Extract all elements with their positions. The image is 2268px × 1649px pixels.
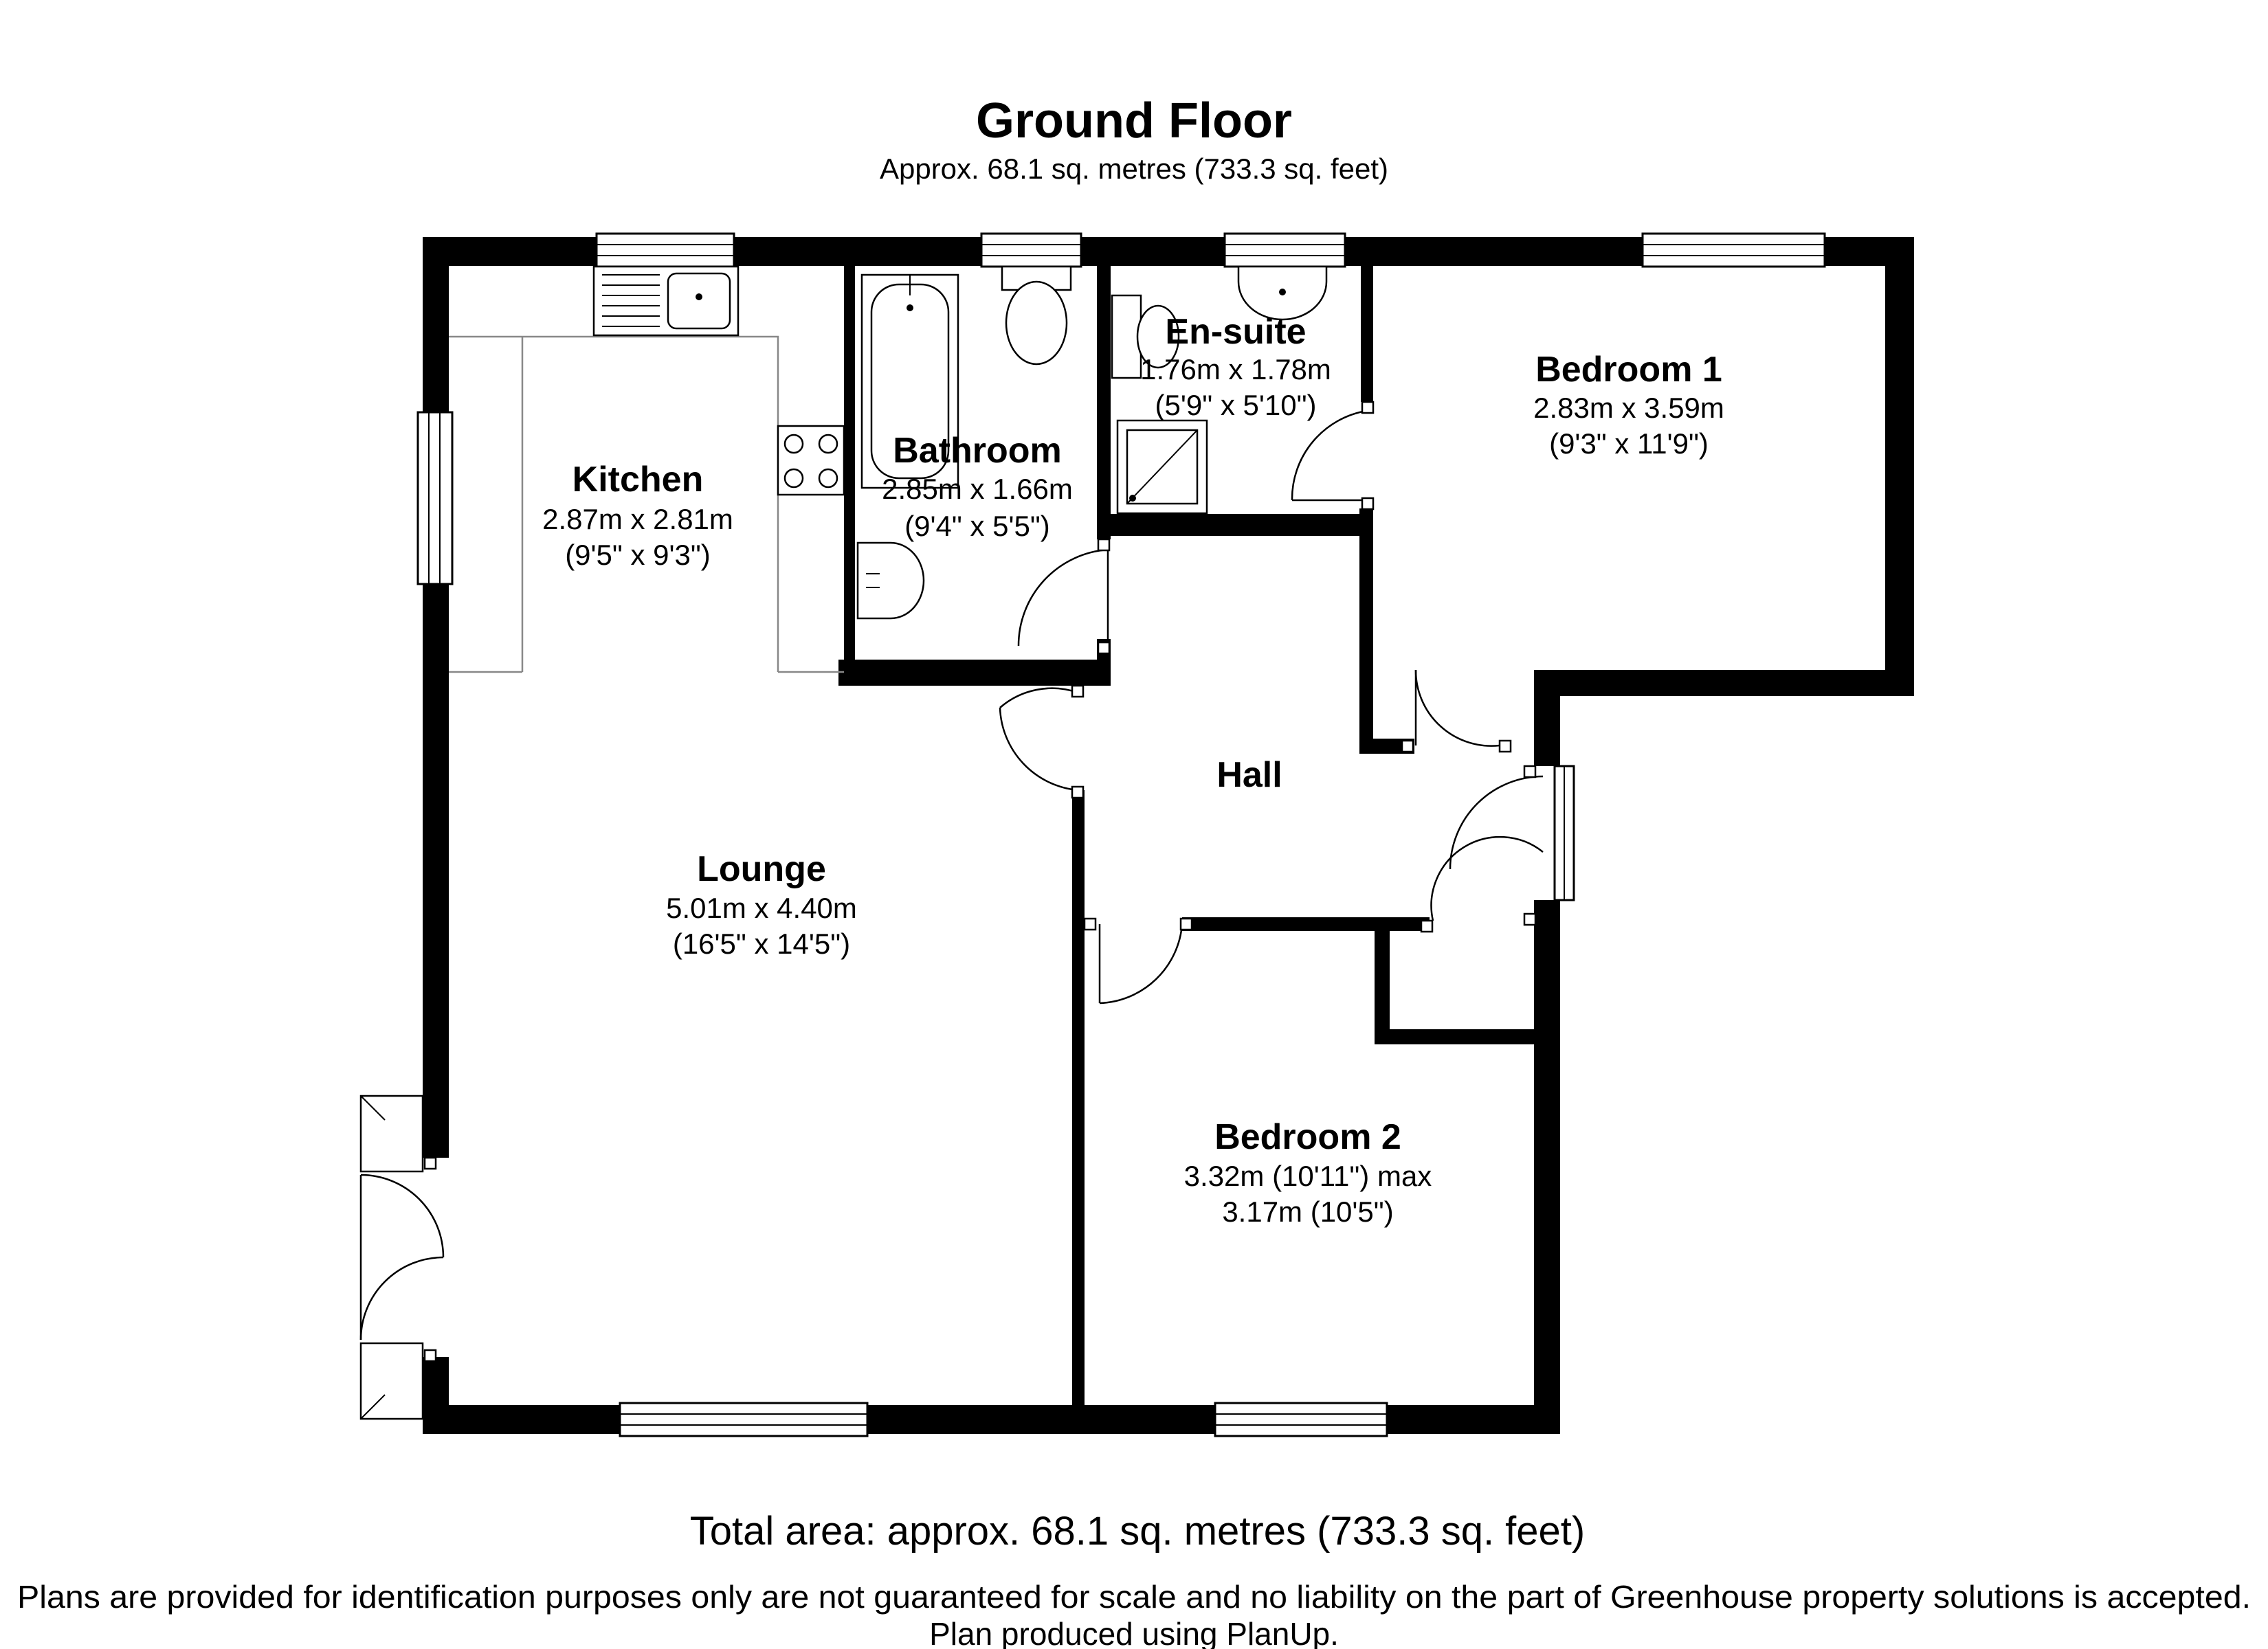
room-lounge-dim2: (16'5" x 14'5")	[673, 928, 850, 960]
cupboard-door	[1420, 919, 1434, 933]
credit: Plan produced using PlanUp.	[929, 1616, 1339, 1649]
room-bedroom1-dim2: (9'3" x 11'9")	[1549, 427, 1709, 460]
room-hall-name: Hall	[1216, 755, 1282, 795]
patio-door	[359, 1156, 445, 1362]
window-bathroom-top	[980, 232, 1082, 268]
room-lounge-name: Lounge	[697, 849, 826, 889]
room-bedroom2-dim2: 3.17m (10'5")	[1222, 1196, 1393, 1228]
window-kitchen-top	[595, 232, 735, 268]
bedroom1-door	[1401, 669, 1512, 753]
window-bedroom2-bottom	[1214, 1402, 1388, 1437]
ensuite-door	[1291, 401, 1375, 511]
room-kitchen-dim2: (9'5" x 9'3")	[565, 539, 711, 571]
kitchen-sink	[592, 265, 740, 337]
room-lounge-dim1: 5.01m x 4.40m	[666, 892, 857, 924]
bathroom-toilet	[1001, 265, 1072, 366]
room-bedroom1: Bedroom 1 2.83m x 3.59m (9'3" x 11'9")	[1533, 350, 1724, 460]
bath	[860, 273, 959, 489]
room-ensuite-dim1: 1.76m x 1.78m	[1140, 353, 1331, 385]
room-bedroom2-name: Bedroom 2	[1214, 1117, 1401, 1157]
room-bedroom1-name: Bedroom 1	[1535, 350, 1722, 390]
fixtures	[359, 265, 1328, 1420]
room-bedroom2-dim1: 3.32m (10'11") max	[1184, 1160, 1432, 1192]
room-lounge: Lounge 5.01m x 4.40m (16'5" x 14'5")	[666, 849, 857, 960]
windows	[416, 232, 1826, 1437]
room-kitchen-dim1: 2.87m x 2.81m	[542, 503, 733, 535]
bathroom-basin	[856, 541, 925, 620]
kitchen-worktop	[522, 335, 779, 672]
window-ensuite-top	[1223, 232, 1346, 268]
plan-title: Ground Floor	[976, 93, 1292, 148]
patio-step	[359, 1095, 424, 1420]
room-bathroom-dim2: (9'4" x 5'5")	[904, 510, 1050, 542]
front-door	[1430, 765, 1544, 926]
room-kitchen-name: Kitchen	[572, 460, 704, 500]
window-lounge-bottom	[619, 1402, 869, 1437]
ensuite-basin	[1237, 265, 1328, 321]
ensuite-shower	[1116, 419, 1208, 515]
room-ensuite-name: En-suite	[1165, 312, 1306, 352]
total-area: Total area: approx. 68.1 sq. metres (733…	[690, 1509, 1585, 1553]
ensuite-toilet	[1111, 294, 1180, 379]
room-ensuite-dim2: (5'9" x 5'10")	[1155, 389, 1317, 421]
window-hall-right	[1553, 765, 1575, 901]
bathroom-door	[1017, 538, 1111, 655]
plan-subtitle: Approx. 68.1 sq. metres (733.3 sq. feet)	[880, 153, 1388, 185]
room-bathroom-dim1: 2.85m x 1.66m	[882, 473, 1073, 505]
room-kitchen: Kitchen 2.87m x 2.81m (9'5" x 9'3")	[542, 460, 733, 571]
window-bedroom1-top	[1641, 232, 1826, 268]
lounge-door	[999, 684, 1085, 799]
window-kitchen-left	[416, 411, 454, 585]
room-bedroom1-dim1: 2.83m x 3.59m	[1533, 392, 1724, 424]
room-ensuite: En-suite 1.76m x 1.78m (5'9" x 5'10")	[1140, 312, 1331, 421]
room-bathroom-name: Bathroom	[893, 431, 1062, 471]
room-bedroom2: Bedroom 2 3.32m (10'11") max 3.17m (10'5…	[1184, 1117, 1432, 1228]
doors	[359, 401, 1544, 1362]
disclaimer: Plans are provided for identification pu…	[17, 1579, 2251, 1615]
kitchen-hob	[777, 425, 845, 496]
bedroom2-door	[1083, 917, 1193, 1005]
room-hall: Hall	[1216, 755, 1282, 795]
room-bathroom: Bathroom 2.85m x 1.66m (9'4" x 5'5")	[882, 431, 1073, 542]
